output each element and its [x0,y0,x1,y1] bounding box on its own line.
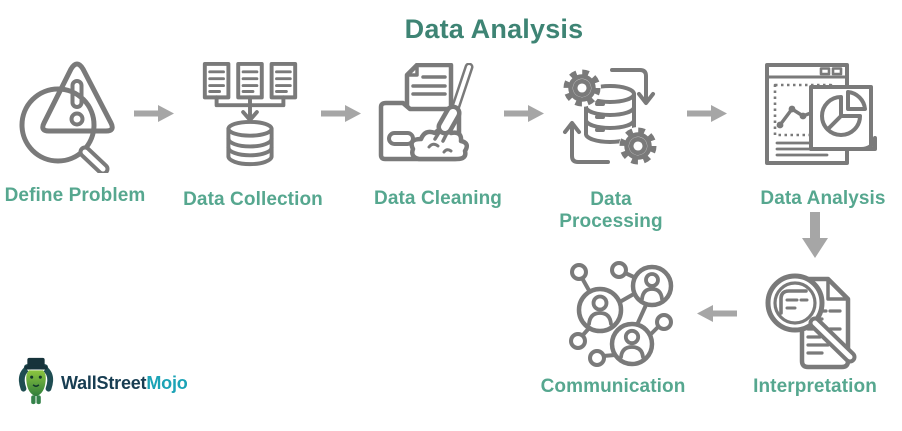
logo-text: WallStreetMojo [61,373,188,394]
step-label-data-processing: Data Processing [559,189,663,232]
document-magnifier-icon [764,263,864,373]
charts-report-icon [765,61,877,167]
flow-arrow-down [802,212,828,258]
people-network-icon [566,258,674,374]
brand-secondary-text: Mojo [146,373,188,393]
flow-arrow-left [697,305,737,322]
flow-arrow-right-4 [687,105,727,122]
step-label-data-collection: Data Collection [183,189,323,210]
documents-to-database-icon [200,62,300,172]
step-label-define-problem: Define Problem [4,185,146,206]
step-label-data-analysis: Data Analysis [760,188,886,209]
brand-primary-text: WallStreet [61,373,147,393]
step-label-communication: Communication [540,376,686,397]
step-label-data-cleaning: Data Cleaning [374,188,502,209]
bull-mascot-icon [16,356,56,411]
flow-arrow-right-3 [504,105,544,122]
page-title: Data Analysis [404,14,584,44]
folder-broom-icon [377,63,483,165]
flow-arrow-right-1 [134,105,174,122]
flow-arrow-right-2 [321,105,361,122]
step-label-interpretation: Interpretation [753,376,877,397]
wallstreetmojo-logo: WallStreetMojo [16,356,188,411]
warning-magnifier-icon [18,57,120,173]
gears-database-icon [556,62,664,172]
